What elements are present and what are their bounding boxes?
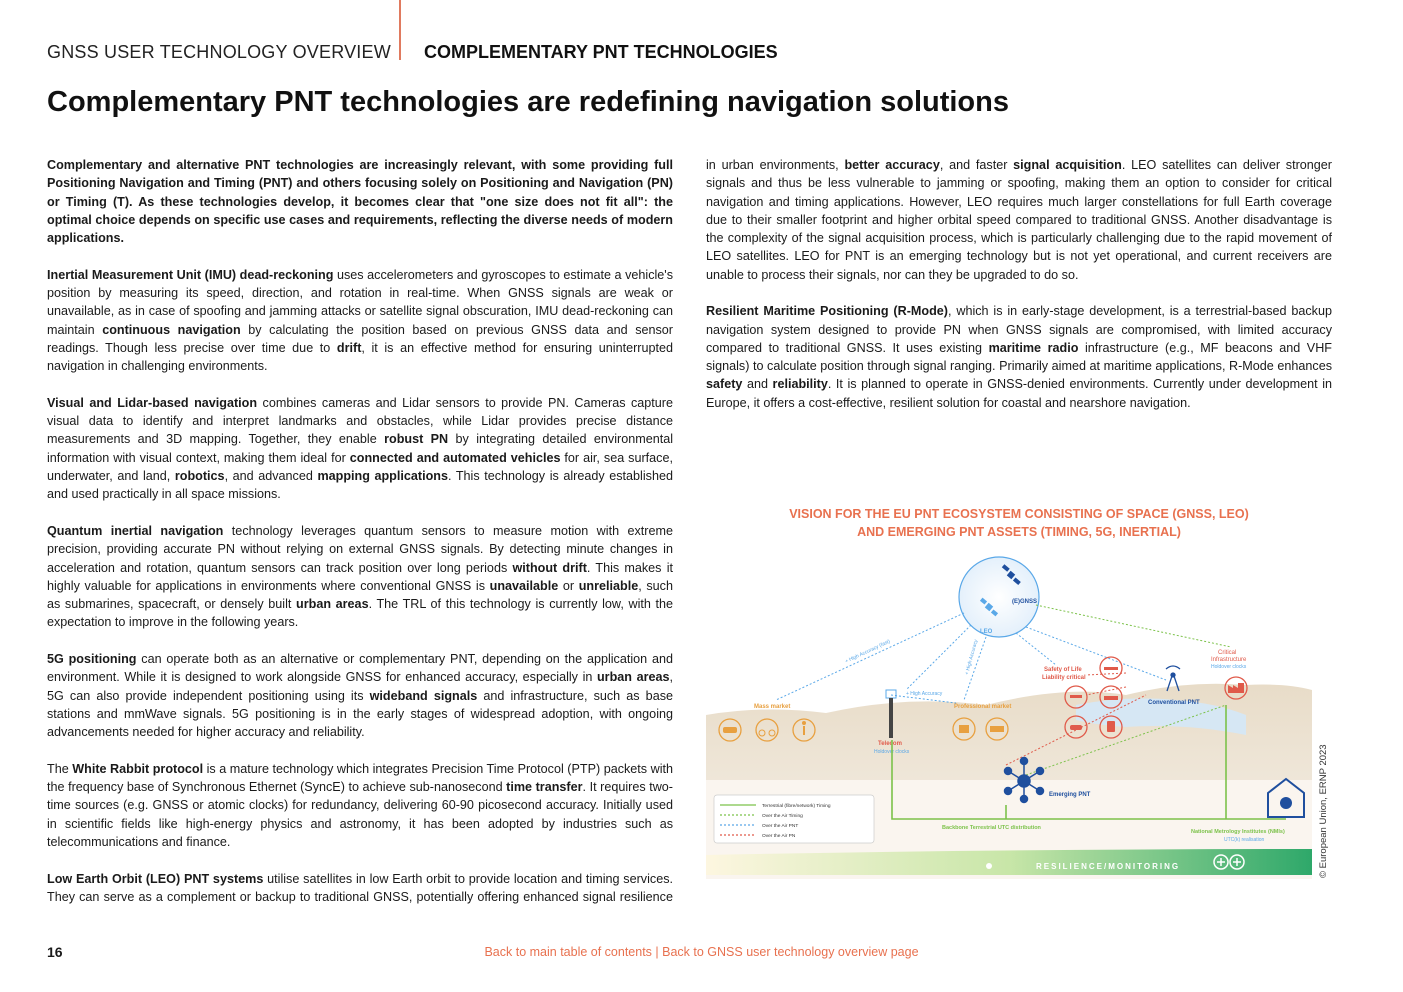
ship-icon <box>1099 685 1123 709</box>
copyright-notice: © European Union, ERNP 2023 <box>1318 744 1329 878</box>
overview-page-link[interactable]: Back to GNSS user technology overview pa… <box>662 945 919 959</box>
professional-market-label: Professional market <box>954 704 1011 710</box>
main-toc-link[interactable]: Back to main table of contents <box>484 945 652 959</box>
fiveg-paragraph: 5G positioning can operate both as an al… <box>47 652 673 740</box>
mass-market-label: Mass market <box>754 704 790 710</box>
utc-label: UTC(k) realisation <box>1224 837 1265 843</box>
safety-of-life-label: Safety of Life <box>1044 667 1082 673</box>
nmi-label: National Metrology Institutes (NMIs) <box>1191 829 1285 835</box>
figure-title: VISION FOR THE EU PNT ECOSYSTEM CONSISTI… <box>789 507 1249 539</box>
backbone-lines <box>891 705 1286 820</box>
intro-paragraph: Complementary and alternative PNT techno… <box>47 158 673 246</box>
telecom-tower-icon <box>885 689 897 738</box>
drone-icon <box>1064 685 1088 709</box>
rmode-paragraph: Resilient Maritime Positioning (R-Mode),… <box>706 304 1332 410</box>
gnss-satellite-icon <box>1001 564 1021 586</box>
resilience-label: RESILIENCE/MONITORING <box>1036 862 1180 871</box>
space-circle <box>958 556 1040 638</box>
critical-label: Critical <box>1218 650 1236 656</box>
resilience-bar: RESILIENCE/MONITORING <box>706 849 1312 875</box>
mass-market-icons <box>718 718 816 742</box>
high-accuracy-label-3: + High Accuracy <box>964 638 979 675</box>
page-number: 16 <box>47 944 63 960</box>
emerging-pnt-label: Emerging PNT <box>1049 792 1091 798</box>
visual-paragraph: Visual and Lidar-based navigation combin… <box>47 395 674 502</box>
high-accuracy-label-1: + High Accuracy (fast) <box>844 639 891 665</box>
legend-label: Over the Air Timing <box>762 813 803 819</box>
conventional-pnt-label: Conventional PNT <box>1148 700 1200 706</box>
safety-of-life-icons <box>1064 656 1123 739</box>
imu-paragraph: Inertial Measurement Unit (IMU) dead-rec… <box>47 267 673 374</box>
quantum-paragraph: Quantum inertial navigation technology l… <box>47 523 674 630</box>
surveyor-icon <box>952 717 976 741</box>
holdover-clocks-label: Holdover clocks <box>1211 664 1247 670</box>
legend-label: Terrestrial (fibre/network) Timing <box>762 803 831 809</box>
pedestrian-icon <box>792 718 816 742</box>
antenna-icon <box>1165 665 1181 692</box>
white-rabbit-paragraph: The White Rabbit protocol is a mature te… <box>47 761 674 849</box>
pnt-ecosystem-diagram: (E)GNSS LEO + High Accuracy (fast) + Hig… <box>706 556 1312 879</box>
high-accuracy-label-2: + High Accuracy <box>906 691 943 697</box>
car-icon <box>718 718 742 742</box>
right-column: Low Earth Orbit (LEO) PNT systems utilis… <box>706 156 1332 430</box>
bicycle-icon <box>755 718 779 742</box>
liability-critical-label: Liability critical <box>1042 675 1086 681</box>
legend-label: Over the Air PN <box>762 833 796 839</box>
footer-links: Back to main table of contents | Back to… <box>0 945 1403 959</box>
telecom-label: Telecom <box>878 741 902 747</box>
egnss-label: (E)GNSS <box>1012 599 1037 605</box>
machinery-icon <box>985 717 1009 741</box>
footer-separator: | <box>651 945 663 959</box>
plus-icon-2 <box>1229 854 1245 870</box>
leo-paragraph-continued: Low Earth Orbit (LEO) PNT systems utilis… <box>706 158 1332 282</box>
legend-label: Over the Air PNT <box>762 823 798 829</box>
car-critical-icon <box>1064 715 1088 739</box>
leo-paragraph: Low Earth Orbit (LEO) PNT systems utilis… <box>47 871 673 904</box>
sea-area <box>1076 698 1246 735</box>
leo-label: LEO <box>980 629 993 635</box>
page-title: Complementary PNT technologies are redef… <box>47 86 1009 118</box>
train-icon <box>1099 715 1123 739</box>
leo-satellite-icon <box>979 597 999 617</box>
emerging-pnt-icon <box>1003 756 1045 804</box>
header-subsection: COMPLEMENTARY PNT TECHNOLOGIES <box>424 42 778 62</box>
plane-icon <box>1099 656 1123 680</box>
left-column: Complementary and alternative PNT techno… <box>47 156 673 906</box>
header-section: GNSS USER TECHNOLOGY OVERVIEW <box>47 42 391 62</box>
header-divider <box>399 0 401 60</box>
backbone-label: Backbone Terrestrial UTC distribution <box>942 825 1042 831</box>
nmi-house-icon <box>1267 777 1305 818</box>
infrastructure-label: Infrastructure <box>1211 657 1247 663</box>
factory-icon <box>1224 676 1248 700</box>
professional-market-icons <box>952 717 1009 741</box>
plus-icon-1 <box>1213 854 1229 870</box>
